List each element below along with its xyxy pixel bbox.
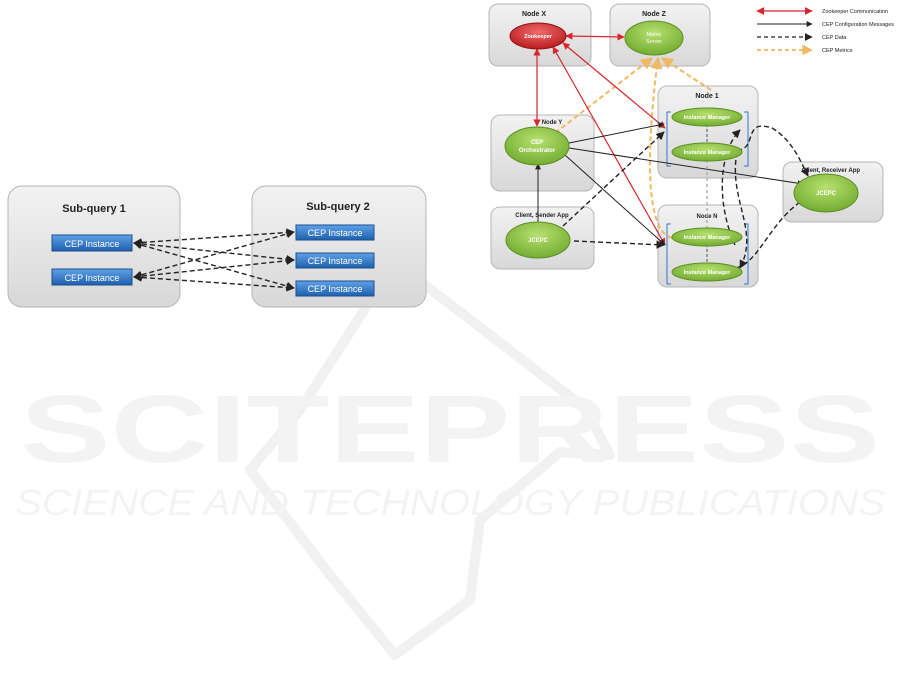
left-diagram: Sub-query 1 CEP Instance CEP Instance Su…	[7, 185, 427, 308]
metrics-arrow	[554, 57, 653, 134]
node-1-instance-manager-1-label: Instance Manager	[684, 115, 731, 121]
legend-label-data: CEP Data	[822, 35, 847, 41]
node-x-title: Node X	[522, 11, 546, 18]
subquery-1-instance-2	[51, 268, 133, 286]
node-n-left-bracket	[666, 223, 671, 285]
metrics-arrow	[660, 57, 712, 91]
subquery-1-instance-1-label: CEP Instance	[65, 239, 120, 249]
data-arrow	[562, 131, 665, 227]
config-arrow	[568, 147, 804, 187]
subquery-2-instance-2	[295, 252, 375, 269]
node-1-title: Node 1	[695, 93, 718, 100]
client-receiver-title: Client, Receiver App	[802, 168, 860, 174]
zookeeper-arrows	[533, 32, 666, 246]
receiver-jcepc-component	[793, 173, 859, 213]
subquery-2-instance-1	[295, 224, 375, 241]
node-1-right-bracket	[744, 111, 749, 167]
data-arrow	[735, 197, 807, 269]
data-arrow	[734, 151, 748, 269]
legend-label-zookeeper: Zookeeper Communication	[822, 9, 888, 15]
watermark: SCITEPRESS SCIENCE AND TECHNOLOGY PUBLIC…	[15, 257, 885, 660]
client-sender-title: Client, Sender App	[515, 213, 569, 219]
watermark-tagline: SCIENCE AND TECHNOLOGY PUBLICATIONS	[15, 482, 885, 523]
config-arrow	[564, 154, 666, 246]
subquery-2-instance-3	[295, 280, 375, 297]
legend-label-metrics: CEP Metrics	[822, 48, 853, 54]
data-arrow	[736, 125, 809, 177]
node-1-instance-manager-2	[671, 142, 743, 162]
subquery-2-title: Sub-query 2	[306, 201, 370, 213]
node-z-title: Node Z	[642, 11, 666, 18]
subquery-1-title: Sub-query 1	[62, 203, 126, 215]
subquery-2-instance-3-label: CEP Instance	[308, 284, 363, 294]
node-n-instance-manager-1-label: Instance Manager	[684, 235, 731, 241]
sender-jcepc-label: JCEPC	[528, 238, 549, 244]
cep-orchestrator-label-line-2: Orchestrator	[519, 148, 556, 154]
receiver-jcepc-label: JCEPC	[816, 191, 837, 197]
node-n-instance-manager-2-label: Instance Manager	[684, 270, 731, 276]
subquery-2-instance-2-label: CEP Instance	[308, 256, 363, 266]
watermark-brand: SCITEPRESS	[20, 376, 880, 483]
zookeeper-component	[509, 22, 567, 50]
zookeeper-arrow	[565, 32, 625, 41]
node-n-right-bracket	[744, 223, 749, 285]
node-y-title: Node Y	[542, 120, 563, 126]
node-n-instance-manager-1	[671, 227, 743, 247]
data-arrow	[133, 273, 295, 292]
config-arrow	[568, 122, 665, 144]
metric-server-label-line-1: Metric	[647, 32, 662, 38]
node-1-instance-manager-1	[671, 107, 743, 127]
node-n-instance-manager-2	[671, 262, 743, 282]
data-arrow	[573, 240, 665, 249]
sender-jcepc-component	[505, 221, 571, 259]
zookeeper-label: Zookeeper	[524, 34, 553, 40]
legend-label-config: CEP Configuration Messages	[822, 22, 894, 28]
watermark-emblem-shape	[245, 257, 615, 660]
config-arrows	[535, 122, 804, 246]
metric-server-label-line-2: Server	[646, 39, 662, 45]
metric-server-component	[624, 20, 684, 56]
instance-brackets	[666, 111, 749, 285]
node-1-left-bracket	[666, 111, 671, 167]
cep-orchestrator-component	[504, 126, 570, 166]
legend: Zookeeper Communication CEP Configuratio…	[756, 7, 894, 56]
subquery-2-instance-1-label: CEP Instance	[308, 228, 363, 238]
subquery-1-instance-2-label: CEP Instance	[65, 273, 120, 283]
cep-orchestrator-label-line-1: CEP	[531, 140, 543, 146]
zookeeper-arrow	[552, 46, 666, 246]
right-diagram: Node X Node Z Node Y Node 1 Client, Send…	[488, 3, 894, 288]
subquery-1-instance-1	[51, 234, 133, 252]
subquery-data-arrows	[133, 228, 295, 292]
node-1-instance-manager-2-label: Instance Manager	[684, 150, 731, 156]
